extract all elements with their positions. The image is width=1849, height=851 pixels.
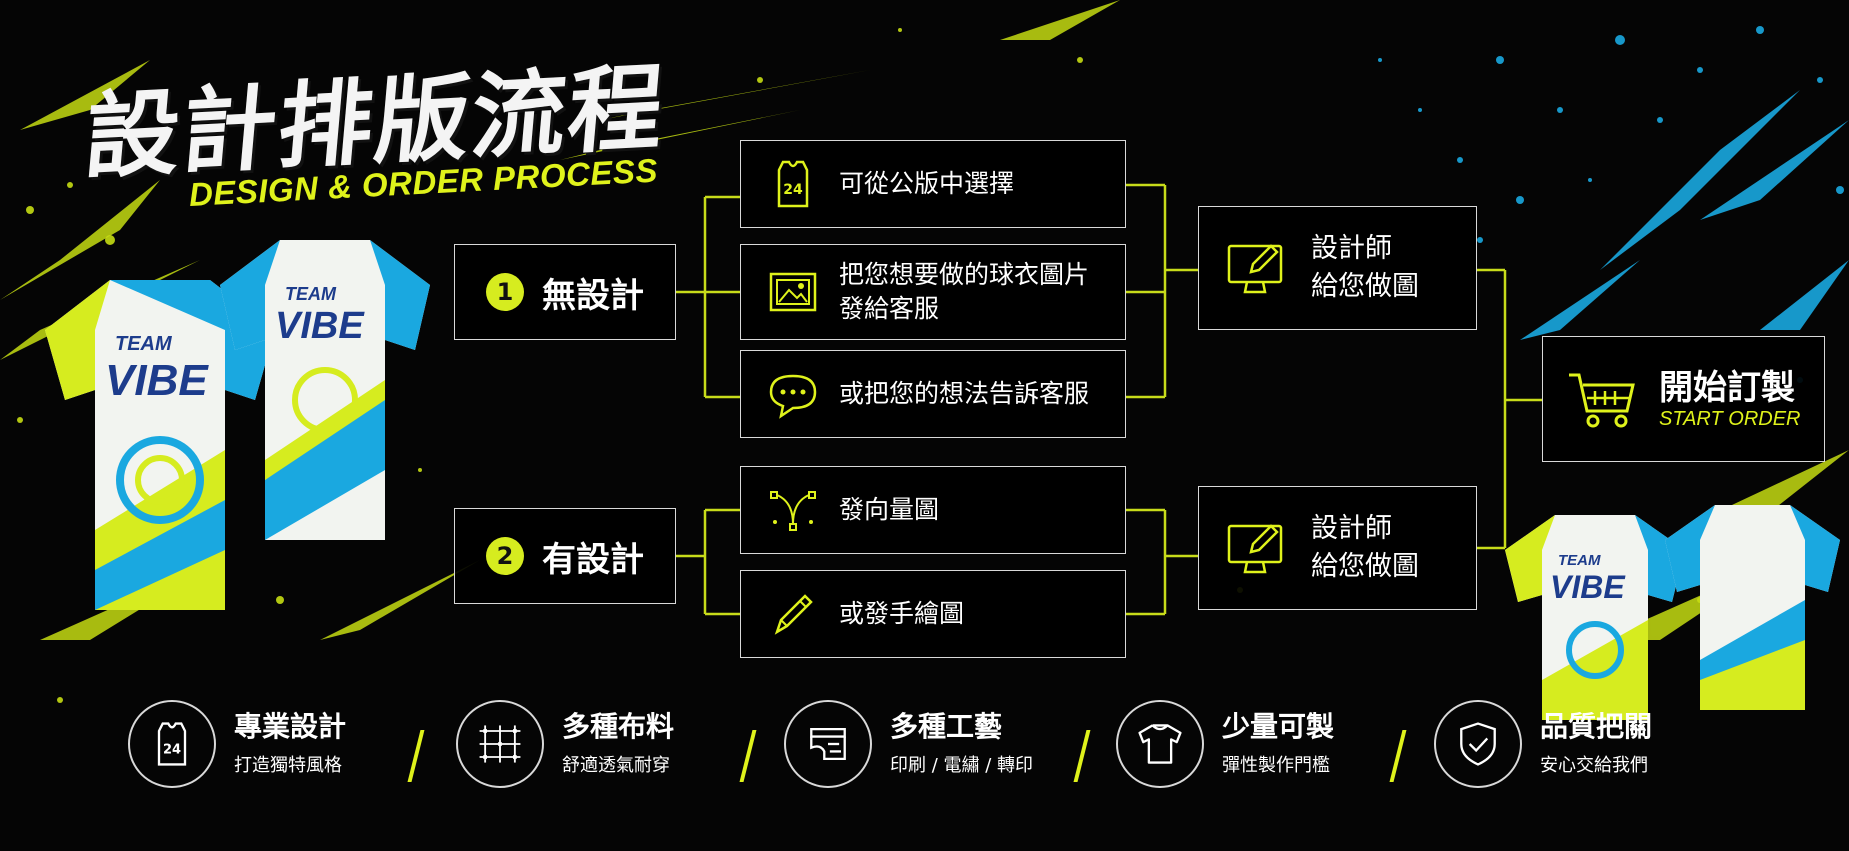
jersey-text-vibe: VIBE <box>1550 569 1626 605</box>
printer-icon <box>810 727 846 761</box>
jersey-number: 24 <box>783 182 803 198</box>
jersey-number: 24 <box>163 742 181 757</box>
feature-title: 專業設計 <box>234 710 347 743</box>
option-template-select[interactable]: 24 可從公版中選擇 <box>740 140 1126 228</box>
shield-check-icon <box>1460 722 1496 766</box>
feature-title: 多種布料 <box>562 710 675 743</box>
tshirt-icon <box>1138 724 1182 764</box>
option-text: 發向量圖 <box>839 495 940 524</box>
feature-quality-control: 品質把關 安心交給我們 <box>1434 700 1652 788</box>
feature-fabrics: 多種布料 舒適透氣耐穿 <box>456 700 674 788</box>
jersey-text-team: TEAM <box>1558 552 1601 569</box>
feature-icon-circle <box>1434 700 1522 788</box>
start-order-label-en: START ORDER <box>1659 407 1801 430</box>
feature-icon-circle: 24 <box>128 700 216 788</box>
feature-subtitle: 彈性製作門檻 <box>1222 755 1330 776</box>
jersey-front-left-image: TEAM VIBE <box>45 280 275 610</box>
start-order-label: 開始訂製 <box>1659 367 1795 408</box>
option-text: 可從公版中選擇 <box>839 169 1015 198</box>
designer-box-1[interactable]: 設計師 給您做圖 <box>1198 206 1477 330</box>
option-send-image[interactable]: 把您想要做的球衣圖片 發給客服 <box>740 244 1126 340</box>
pencil-icon <box>774 594 813 635</box>
jersey-front-right-image: TEAM VIBE <box>1505 515 1685 720</box>
option-text: 或把您的想法告訴客服 <box>839 379 1090 408</box>
feature-title: 少量可製 <box>1222 710 1335 743</box>
designer-box-2[interactable]: 設計師 給您做圖 <box>1198 486 1477 610</box>
option-hand-drawing[interactable]: 或發手繪圖 <box>740 570 1126 658</box>
feature-title: 多種工藝 <box>890 710 1003 743</box>
jersey-text-team: TEAM <box>115 333 173 355</box>
option-vector-file[interactable]: 發向量圖 <box>740 466 1126 554</box>
feature-subtitle: 安心交給我們 <box>1540 755 1648 776</box>
option-text: 或發手繪圖 <box>839 599 965 628</box>
feature-icon-circle <box>784 700 872 788</box>
chat-bubble-icon <box>769 374 817 419</box>
feature-subtitle: 舒適透氣耐穿 <box>562 755 670 776</box>
image-icon <box>769 272 817 312</box>
feature-icon-circle <box>456 700 544 788</box>
jersey-back-right-image <box>1665 505 1840 710</box>
fabric-weave-icon <box>479 725 521 763</box>
step-number-badge: 2 <box>486 537 524 575</box>
feature-professional-design: 24 專業設計 打造獨特風格 <box>128 700 346 788</box>
feature-crafts: 多種工藝 印刷 / 電繡 / 轉印 <box>784 700 1033 788</box>
jersey-back-left-image: TEAM VIBE <box>220 240 430 540</box>
vector-path-icon <box>770 491 816 531</box>
jersey-text-vibe: VIBE <box>275 305 365 347</box>
feature-small-quantity: 少量可製 彈性製作門檻 <box>1116 700 1334 788</box>
jersey-text-team: TEAM <box>285 284 337 304</box>
jersey-24-icon: 24 <box>777 160 809 208</box>
option-tell-idea[interactable]: 或把您的想法告訴客服 <box>740 350 1126 438</box>
jersey-24-icon: 24 <box>157 722 187 766</box>
jersey-text-vibe: VIBE <box>105 356 209 405</box>
designer-text: 設計師 給您做圖 <box>1311 233 1419 302</box>
option-text: 把您想要做的球衣圖片 發給客服 <box>839 260 1090 323</box>
step-number-badge: 1 <box>486 273 524 311</box>
feature-subtitle: 打造獨特風格 <box>234 755 342 776</box>
monitor-pen-icon <box>1227 244 1283 294</box>
start-order-button[interactable]: 開始訂製 START ORDER <box>1542 336 1825 462</box>
category-has-design[interactable]: 2 有設計 <box>454 508 676 604</box>
monitor-pen-icon <box>1227 524 1283 574</box>
designer-text: 設計師 給您做圖 <box>1311 513 1419 582</box>
category-label: 有設計 <box>542 539 644 580</box>
category-label: 無設計 <box>542 275 644 316</box>
feature-subtitle: 印刷 / 電繡 / 轉印 <box>890 755 1034 776</box>
feature-title: 品質把關 <box>1540 710 1653 743</box>
category-no-design[interactable]: 1 無設計 <box>454 244 676 340</box>
feature-icon-circle <box>1116 700 1204 788</box>
shopping-cart-icon <box>1569 373 1635 428</box>
